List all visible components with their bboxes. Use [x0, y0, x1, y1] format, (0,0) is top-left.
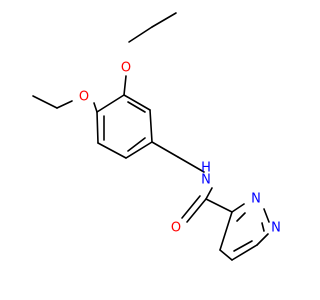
- bond: [261, 222, 265, 232]
- bond: [56, 100, 73, 109]
- nitrogen-atom-label: N: [201, 173, 211, 188]
- bond: [127, 101, 146, 113]
- bond: [32, 95, 58, 109]
- bond: [205, 187, 213, 200]
- bond: [96, 111, 99, 144]
- bond: [123, 75, 127, 96]
- bond: [96, 94, 125, 113]
- bond: [205, 198, 233, 213]
- oxygen-atom-label: O: [171, 221, 181, 236]
- bond: [128, 26, 153, 43]
- bond: [177, 156, 205, 173]
- nitrogen-atom-label: N: [271, 221, 281, 236]
- bond: [151, 12, 177, 28]
- bond: [181, 195, 201, 219]
- bond: [219, 249, 233, 261]
- bond: [236, 212, 246, 222]
- bond-lines: [32, 12, 270, 261]
- bond: [231, 203, 245, 213]
- bond: [123, 94, 151, 111]
- bond: [233, 240, 253, 252]
- bond: [97, 142, 127, 159]
- bond: [149, 109, 153, 143]
- oxygen-atom-label: O: [79, 90, 89, 105]
- bond: [231, 244, 258, 261]
- bond: [263, 208, 270, 223]
- bond: [186, 198, 207, 223]
- bond: [256, 233, 269, 246]
- molecule-structure: O O N H O N N: [32, 12, 281, 261]
- bond: [151, 141, 179, 158]
- oxygen-atom-label: O: [121, 61, 131, 76]
- bond: [93, 102, 98, 113]
- bond: [125, 141, 153, 159]
- bond: [219, 211, 233, 251]
- hydrogen-atom-label: H: [201, 161, 211, 176]
- nitrogen-atom-label: N: [251, 192, 261, 207]
- bond: [127, 137, 146, 152]
- atom-labels: O O N H O N N: [79, 61, 281, 236]
